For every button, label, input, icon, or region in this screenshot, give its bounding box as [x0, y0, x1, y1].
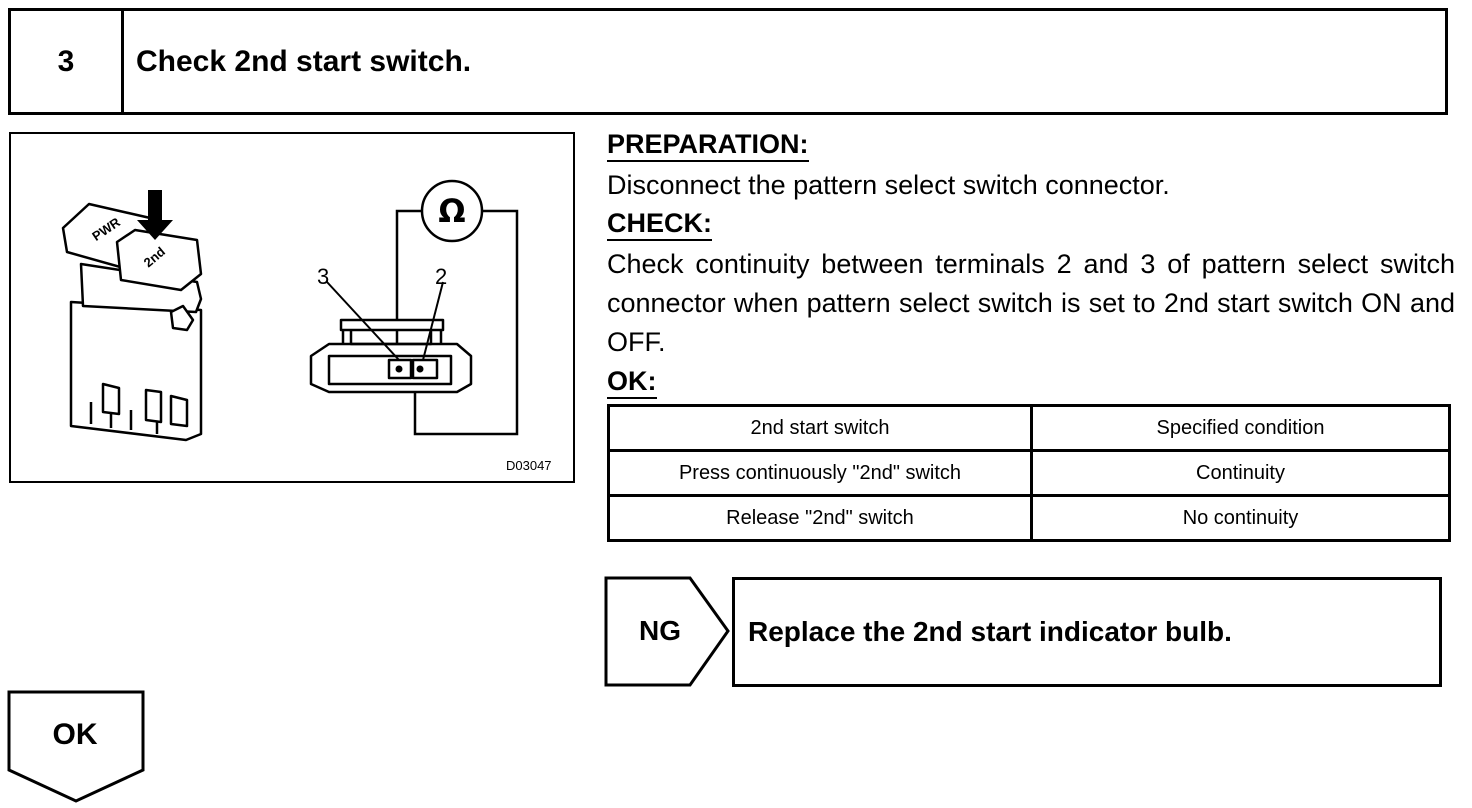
ohmmeter-symbol: Ω — [438, 192, 465, 230]
table-cell: No continuity — [1030, 494, 1451, 542]
check-text: Check continuity between terminals 2 and… — [607, 249, 1455, 357]
table-header-row: 2nd start switch Specified condition — [607, 404, 1451, 452]
step-header-divider — [121, 8, 124, 115]
ok-label: OK — [52, 718, 98, 751]
terminal-3-label: 3 — [317, 264, 329, 289]
specification-table: 2nd start switch Specified condition Pre… — [607, 404, 1451, 542]
table-cell: Press continuously "2nd" switch — [607, 449, 1033, 497]
preparation-heading-text: PREPARATION: — [607, 129, 809, 162]
table-header-cell: Specified condition — [1030, 404, 1451, 452]
preparation-text: Disconnect the pattern select switch con… — [607, 170, 1170, 200]
step-number: 3 — [57, 44, 75, 78]
press-arrow-icon — [137, 190, 173, 240]
check-heading-text: CHECK: — [607, 208, 712, 241]
table-cell: Release "2nd" switch — [607, 494, 1033, 542]
preparation-heading: PREPARATION: — [607, 128, 809, 162]
table-row: Release "2nd" switch No continuity — [607, 494, 1451, 542]
ok-heading: OK: — [607, 365, 657, 399]
ok-heading-text: OK: — [607, 366, 657, 399]
step-title: Check 2nd start switch. — [136, 44, 472, 78]
table-header-cell: 2nd start switch — [607, 404, 1033, 452]
ng-label: NG — [639, 615, 681, 646]
ng-arrow-shape — [604, 576, 730, 687]
figure-code: D03047 — [506, 458, 552, 473]
switch-connector-illustration: PWR 2nd Ω 3 2 — [61, 179, 519, 442]
terminal-2-label: 2 — [435, 264, 447, 289]
check-heading: CHECK: — [607, 207, 712, 241]
table-cell: Continuity — [1030, 449, 1451, 497]
ok-arrow-shape — [7, 690, 145, 803]
table-row: Press continuously "2nd" switch Continui… — [607, 449, 1451, 497]
step-header-box — [8, 8, 1448, 115]
ng-result-box — [732, 577, 1442, 687]
figure-frame — [9, 132, 575, 483]
ng-result-text: Replace the 2nd start indicator bulb. — [748, 616, 1232, 647]
